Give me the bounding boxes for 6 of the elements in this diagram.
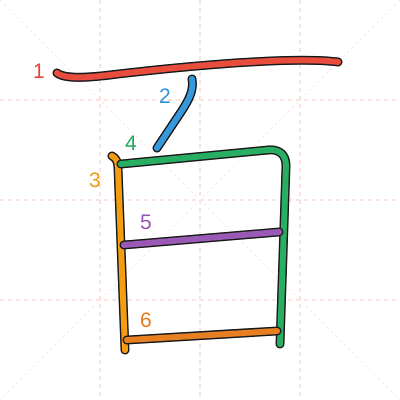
- stroke-number: 3: [89, 170, 101, 191]
- stroke-number: 1: [33, 61, 45, 82]
- stroke-number: 5: [140, 212, 152, 233]
- stroke-number: 4: [125, 133, 137, 154]
- stroke-number: 2: [159, 86, 171, 107]
- stroke-number: 6: [140, 310, 152, 331]
